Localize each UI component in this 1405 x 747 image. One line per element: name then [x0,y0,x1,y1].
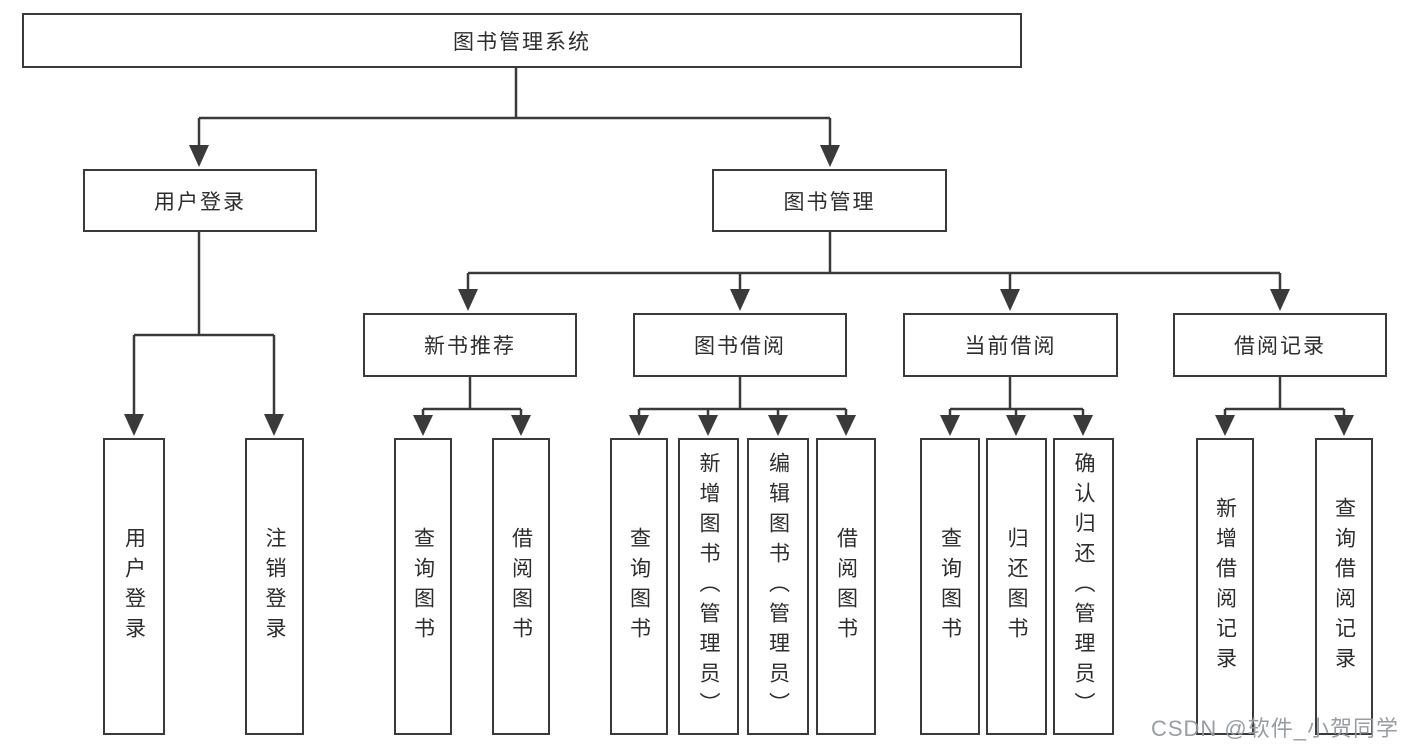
node-label: 借阅图书 [834,526,858,647]
node-current-borrow: 当前借阅 [903,313,1118,377]
node-new-book-recommend: 新书推荐 [363,313,577,377]
node-label: 查询借阅记录 [1332,496,1356,677]
node-leaf-records-query-record: 查询借阅记录 [1315,438,1373,735]
node-leaf-user-login: 用户登录 [103,438,165,735]
node-label: 图书借阅 [694,335,786,358]
node-leaf-current-return-books: 归还图书 [986,438,1047,735]
node-label: 新书推荐 [424,335,516,358]
node-user-login: 用户登录 [83,169,317,232]
node-label: 确认归还（管理员） [1072,451,1095,722]
node-label: 注销登录 [263,526,286,647]
node-leaf-logout: 注销登录 [245,438,304,735]
node-borrow-records: 借阅记录 [1173,313,1387,377]
node-leaf-records-add-record: 新增借阅记录 [1196,438,1254,735]
node-leaf-borrow-edit-books-admin: 编辑图书（管理员） [747,438,809,735]
node-book-management: 图书管理 [712,169,947,232]
node-leaf-current-confirm-return-admin: 确认归还（管理员） [1053,438,1114,735]
node-label: 查询图书 [411,526,435,647]
node-leaf-current-query-books: 查询图书 [920,438,980,735]
node-leaf-borrow-add-books-admin: 新增图书（管理员） [678,438,739,735]
node-leaf-borrow-query-books: 查询图书 [610,438,668,735]
node-label: 借阅图书 [509,526,533,647]
node-label: 查询图书 [627,526,651,647]
node-label: 新增图书（管理员） [697,451,720,722]
csdn-watermark: CSDN @软件_小贺同学 [1150,716,1399,741]
node-library-management-system: 图书管理系统 [22,13,1022,68]
node-label: 用户登录 [122,526,146,647]
node-label: 归还图书 [1005,526,1028,647]
node-label: 借阅记录 [1234,335,1326,358]
node-label: 查询图书 [938,526,962,647]
node-label: 新增借阅记录 [1213,496,1237,677]
node-label: 当前借阅 [964,335,1057,358]
node-book-borrow: 图书借阅 [633,313,847,377]
node-label: 用户登录 [154,190,246,214]
node-leaf-recommend-query-books: 查询图书 [394,438,452,735]
node-leaf-borrow-borrow-books: 借阅图书 [816,438,876,735]
node-label: 图书管理系统 [453,30,591,54]
node-label: 编辑图书（管理员） [766,451,790,722]
node-leaf-recommend-borrow-books: 借阅图书 [492,438,550,735]
node-label: 图书管理 [783,190,876,214]
